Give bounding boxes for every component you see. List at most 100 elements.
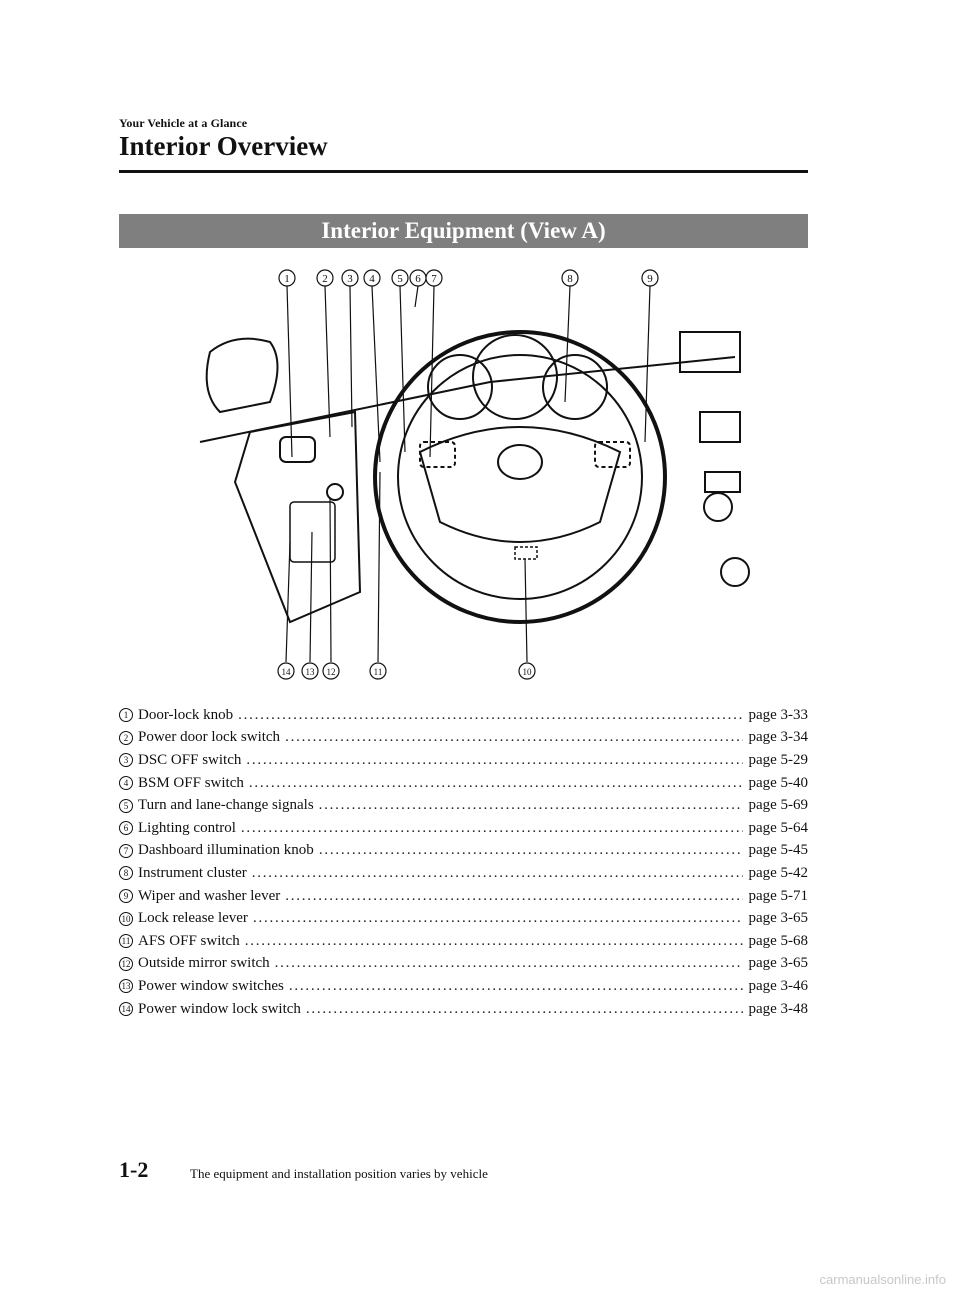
callout-5 [391,269,409,287]
item-number-badge: 3 [119,753,133,768]
footer-note: The equipment and installation position … [190,1166,488,1181]
gauge-left [427,354,493,420]
breadcrumb: Your Vehicle at a Glance [119,116,248,130]
callout-label: 2 [322,273,328,285]
callout-10 [518,662,536,680]
callout-11 [369,662,387,680]
item-page-ref[interactable]: page 5-69 [748,797,808,814]
mirror-knob [326,483,344,501]
section-banner: Interior Equipment (View A) [119,214,808,248]
steering-wheel-outer [373,330,667,624]
item-page-ref[interactable]: page 5-68 [748,932,808,949]
callout-12 [322,662,340,680]
item-number-badge: 9 [119,889,133,904]
callout-label: 10 [523,667,533,677]
callout-3 [341,269,359,287]
door-handle [279,436,316,463]
item-number-badge: 12 [119,956,133,971]
item-page-ref[interactable]: page 5-45 [748,842,808,859]
item-label: Power window switches [138,977,284,994]
callout-13 [301,662,319,680]
callout-label: 9 [647,273,653,285]
gauge-center [472,334,558,420]
list-item: 5 Turn and lane-change signals page 5-69 [119,794,808,817]
callout-label: 8 [567,273,573,285]
item-page-ref[interactable]: page 5-40 [748,774,808,791]
item-page-ref[interactable]: page 3-33 [748,706,808,723]
item-page-ref[interactable]: page 5-42 [748,864,808,881]
list-item: 14 Power window lock switch page 3-48 [119,998,808,1021]
climate-knob [703,492,733,522]
right-knob [720,557,750,587]
callout-7 [425,269,443,287]
item-number-badge: 8 [119,866,133,881]
interior-diagram: 1 2 3 4 5 6 7 8 9 14 13 12 11 10 [190,262,750,682]
item-number-badge: 4 [119,776,133,791]
item-label: Lock release lever [138,910,248,927]
item-label: Dashboard illumination knob [138,842,314,859]
callout-label: 6 [415,273,421,285]
item-label: DSC OFF switch [138,751,242,768]
item-number-badge: 7 [119,843,133,858]
item-page-ref[interactable]: page 3-48 [748,1000,808,1017]
item-number-badge: 14 [119,1002,133,1017]
item-label: Instrument cluster [138,864,247,881]
steering-hub [418,426,622,543]
gauge-right [542,354,608,420]
callout-8 [561,269,579,287]
item-number-badge: 2 [119,730,133,745]
callout-1 [278,269,296,287]
dot-leader [285,729,743,746]
item-page-ref[interactable]: page 3-34 [748,729,808,746]
callout-label: 14 [282,667,292,677]
window-switch-panel [289,501,336,563]
item-number-badge: 10 [119,911,133,926]
callout-label: 5 [397,273,403,285]
dot-leader [275,955,744,972]
item-label: Power door lock switch [138,729,281,746]
callout-label: 7 [431,273,437,285]
list-item: 3 DSC OFF switch page 5-29 [119,749,808,772]
left-spoke-switch [419,441,456,468]
dot-leader [245,933,744,950]
item-page-ref[interactable]: page 3-65 [748,910,808,927]
dot-leader [319,842,744,859]
item-page-ref[interactable]: page 5-64 [748,819,808,836]
callout-4 [363,269,381,287]
list-item: 2 Power door lock switch page 3-34 [119,727,808,750]
item-number-badge: 1 [119,708,133,723]
callout-2 [316,269,334,287]
side-mirror [205,337,279,414]
callout-label: 3 [347,273,353,285]
center-screen [679,331,741,373]
item-page-ref[interactable]: page 5-29 [748,751,808,768]
item-page-ref[interactable]: page 3-65 [748,955,808,972]
item-number-badge: 5 [119,798,133,813]
dot-leader [252,865,744,882]
footer-page-number: 1-2 [119,1157,149,1182]
callout-label: 1 [284,273,290,285]
dot-leader [306,1001,744,1018]
right-spoke-switch [594,441,631,468]
item-label: Turn and lane-change signals [138,797,314,814]
item-label: Power window lock switch [138,1000,301,1017]
dashboard-edge [199,356,736,443]
climate-buttons [704,471,741,493]
item-label: Outside mirror switch [138,955,270,972]
callout-label: 13 [306,667,316,677]
dot-leader [249,775,744,792]
dot-leader [241,820,744,837]
page-title: Interior Overview [119,131,328,161]
item-label: AFS OFF switch [138,932,240,949]
item-page-ref[interactable]: page 3-46 [748,977,808,994]
callout-14 [277,662,295,680]
dot-leader [246,752,743,769]
steering-wheel-inner [397,354,643,600]
item-page-ref[interactable]: page 5-71 [748,887,808,904]
dot-leader [238,707,743,724]
